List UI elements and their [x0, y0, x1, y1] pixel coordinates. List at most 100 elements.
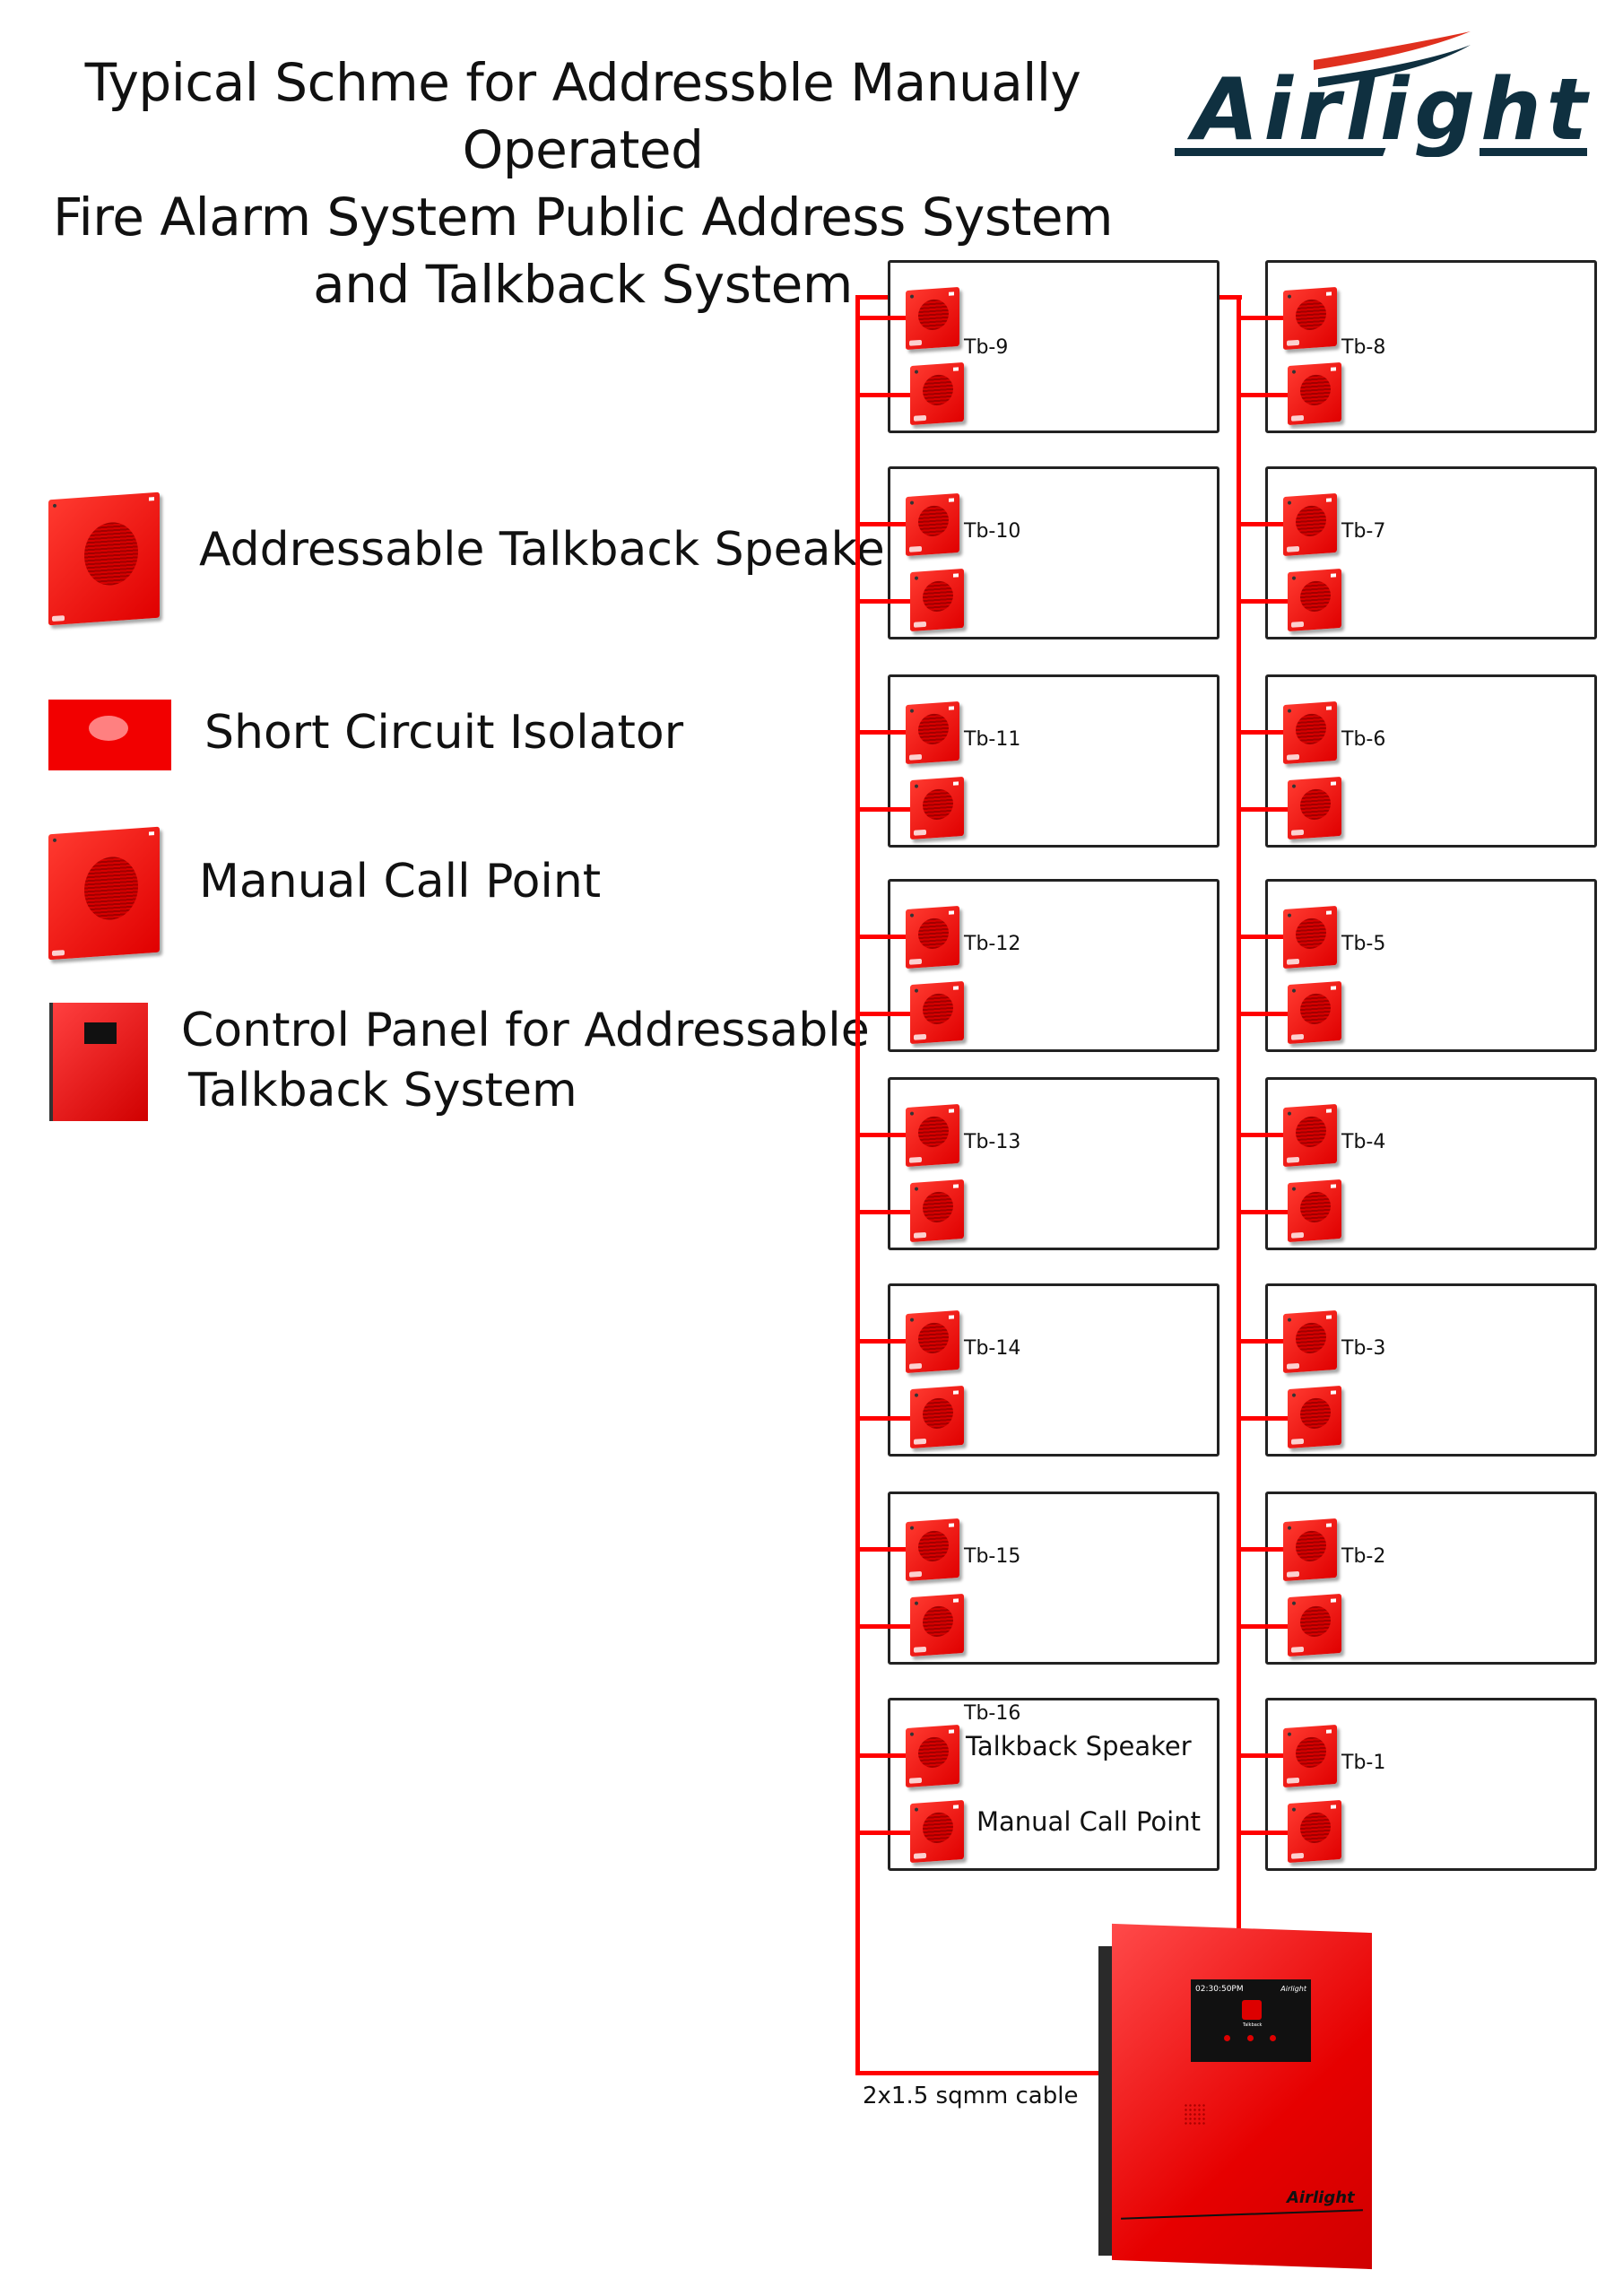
zone-label: Tb-16 [964, 1702, 1021, 1725]
manual-call-point-icon [910, 1799, 964, 1864]
wire-stub [858, 1339, 906, 1344]
wire-stub [858, 393, 910, 397]
manual-call-point-icon [1288, 1593, 1341, 1657]
manual-call-point-icon [1288, 1178, 1341, 1243]
manual-call-point-icon [910, 568, 964, 632]
manual-call-point-icon [910, 1593, 964, 1657]
talkback-speaker-icon [906, 492, 959, 557]
airlight-logo: Airlight [1175, 31, 1591, 157]
manual-call-point-icon [1288, 980, 1341, 1045]
wire-stub [858, 1753, 906, 1758]
wire-stub [1239, 1012, 1288, 1016]
title-line: Fire Alarm System Public Address System [52, 187, 1114, 248]
zone-label: Tb-6 [1341, 728, 1386, 751]
talkback-speaker-icon [906, 1724, 959, 1788]
talkback-speaker-icon [1283, 1103, 1337, 1168]
wire-stub [1239, 1210, 1288, 1214]
zone-label: Tb-15 [964, 1545, 1021, 1568]
manual-call-point-icon [910, 776, 964, 840]
wire-stub [858, 522, 906, 526]
panel-time: 02:30:50PM [1195, 1985, 1244, 1994]
wire-stub [1239, 1753, 1283, 1758]
wire-stub [858, 935, 906, 939]
box16-speaker-label: Talkback Speaker [966, 1731, 1192, 1761]
wire-stub [858, 1012, 910, 1016]
panel-screen-brand: Airlight [1280, 1985, 1306, 1993]
zone-label: Tb-3 [1341, 1337, 1386, 1360]
talkback-speaker-icon [48, 491, 160, 626]
wire-left-to-panel [855, 2071, 1111, 2075]
wire-stub [1239, 599, 1288, 604]
zone-label: Tb-12 [964, 933, 1021, 955]
wire-stub [1239, 1339, 1283, 1344]
zone-label: Tb-5 [1341, 933, 1386, 955]
talkback-speaker-icon [906, 1103, 959, 1168]
talkback-speaker-icon [1283, 286, 1337, 351]
manual-call-point-icon [1288, 776, 1341, 840]
control-panel-icon [53, 1003, 148, 1121]
wire-left-bus [855, 295, 860, 2075]
manual-call-point-icon [1288, 1799, 1341, 1864]
short-circuit-isolator-icon [48, 700, 171, 770]
wire-stub [858, 1624, 910, 1629]
wire-stub [1239, 935, 1283, 939]
control-panel: 02:30:50PM Airlight Talkback Airlight [1098, 1923, 1385, 2274]
page-title: Typical Schme for Addressble Manually Op… [0, 49, 1166, 318]
wire-stub [1239, 1416, 1288, 1421]
zone-label: Tb-14 [964, 1337, 1021, 1360]
manual-call-point-icon [910, 1178, 964, 1243]
manual-call-point-icon [910, 1385, 964, 1449]
wire-stub [858, 1210, 910, 1214]
zone-label: Tb-7 [1341, 520, 1386, 543]
svg-text:Airlight: Airlight [1186, 61, 1591, 157]
panel-screen: 02:30:50PM Airlight Talkback [1191, 1979, 1311, 2062]
wire-stub [858, 1831, 910, 1835]
legend-isolator-label: Short Circuit Isolator [204, 706, 684, 760]
talkback-speaker-icon [1283, 1518, 1337, 1582]
wire-stub [858, 316, 906, 320]
wire-stub [1239, 1624, 1288, 1629]
legend-mcp-label: Manual Call Point [199, 855, 602, 909]
box16-mcp-label: Manual Call Point [976, 1806, 1201, 1837]
zone-label: Tb-4 [1341, 1131, 1386, 1153]
talkback-speaker-icon [1283, 1724, 1337, 1788]
talkback-speaker-icon [1283, 1309, 1337, 1374]
wire-stub [1239, 1547, 1283, 1552]
talkback-speaker-icon [906, 1309, 959, 1374]
zone-label: Tb-1 [1341, 1752, 1386, 1774]
zone-label: Tb-2 [1341, 1545, 1386, 1568]
legend-panel-label-1: Control Panel for Addressable [181, 1004, 870, 1057]
talkback-speaker-icon [1283, 905, 1337, 970]
panel-mode: Talkback [1243, 2022, 1263, 2028]
manual-call-point-icon [910, 361, 964, 426]
panel-speaker-grille [1184, 2103, 1207, 2126]
wire-stub [858, 1416, 910, 1421]
cable-label: 2x1.5 sqmm cable [863, 2083, 1079, 2109]
wire-stub [1239, 1133, 1283, 1137]
wire-stub [1239, 316, 1283, 320]
zone-label: Tb-11 [964, 728, 1021, 751]
wire-stub [1239, 730, 1283, 735]
wire-stub [1239, 522, 1283, 526]
talkback-speaker-icon [906, 1518, 959, 1582]
wire-right-bus [1237, 295, 1241, 1936]
wire-stub [858, 807, 910, 812]
manual-call-point-icon [48, 826, 160, 961]
wire-stub [858, 599, 910, 604]
zone-label: Tb-10 [964, 520, 1021, 543]
talkback-speaker-icon [906, 700, 959, 765]
wire-stub [858, 1133, 906, 1137]
wire-stub [1239, 1831, 1288, 1835]
talkback-speaker-icon [906, 905, 959, 970]
legend-speaker-label: Addressable Talkback Speaker [199, 523, 905, 577]
manual-call-point-icon [1288, 568, 1341, 632]
talkback-speaker-icon [1283, 492, 1337, 557]
wire-stub [1239, 393, 1288, 397]
talkback-speaker-icon [906, 286, 959, 351]
wire-stub [858, 1547, 906, 1552]
title-line: and Talkback System [313, 254, 853, 315]
zone-label: Tb-9 [964, 336, 1009, 359]
manual-call-point-icon [1288, 1385, 1341, 1449]
zone-label: Tb-8 [1341, 336, 1386, 359]
wire-stub [1239, 807, 1288, 812]
